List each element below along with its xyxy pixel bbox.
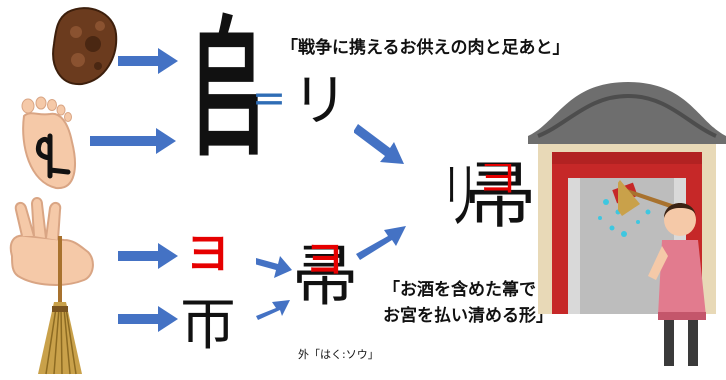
person-sweeping-icon [608, 176, 726, 372]
equals-sign: ＝ [252, 81, 286, 121]
bottom-caption-line1: 「お酒を含めた箒で [383, 280, 536, 300]
hand-character: ヨ [186, 228, 230, 279]
sweep-character: 帚 ヨ [292, 238, 358, 315]
target-right-part: 帚 ヨ [464, 154, 537, 238]
meat-offering-icon [48, 4, 120, 86]
footprint-icon [10, 96, 82, 192]
sweep-red-top: ヨ [306, 244, 345, 274]
target-character: リ 帚 ヨ [406, 160, 536, 232]
modern-left-component: リ [292, 69, 348, 134]
arrow-meat-to-ancient [118, 48, 178, 74]
arrow-foot-to-ancient [90, 128, 176, 154]
arrow-hand-to-red [118, 243, 178, 269]
arrow-broom-to-sweep [256, 296, 292, 326]
top-caption: 「戦争に携えるお供えの肉と足あと」 [281, 38, 570, 58]
arrow-modern-to-target [354, 122, 408, 168]
hand-icon [4, 196, 100, 292]
broom-character: 帀 [180, 293, 236, 358]
target-red-top: ヨ [478, 164, 519, 194]
arrow-red-to-sweep [256, 252, 292, 280]
ancient-character: 𠂤 [186, 1, 269, 177]
arrow-broom-to-char [118, 306, 178, 332]
broom-icon [36, 236, 84, 376]
sweep-note: 外「はく:ソウ」 [298, 348, 379, 361]
arrow-sweep-to-target [356, 222, 408, 262]
target-left-part: リ [442, 154, 479, 238]
bottom-caption-line2: お宮を払い清める形」 [383, 306, 553, 326]
